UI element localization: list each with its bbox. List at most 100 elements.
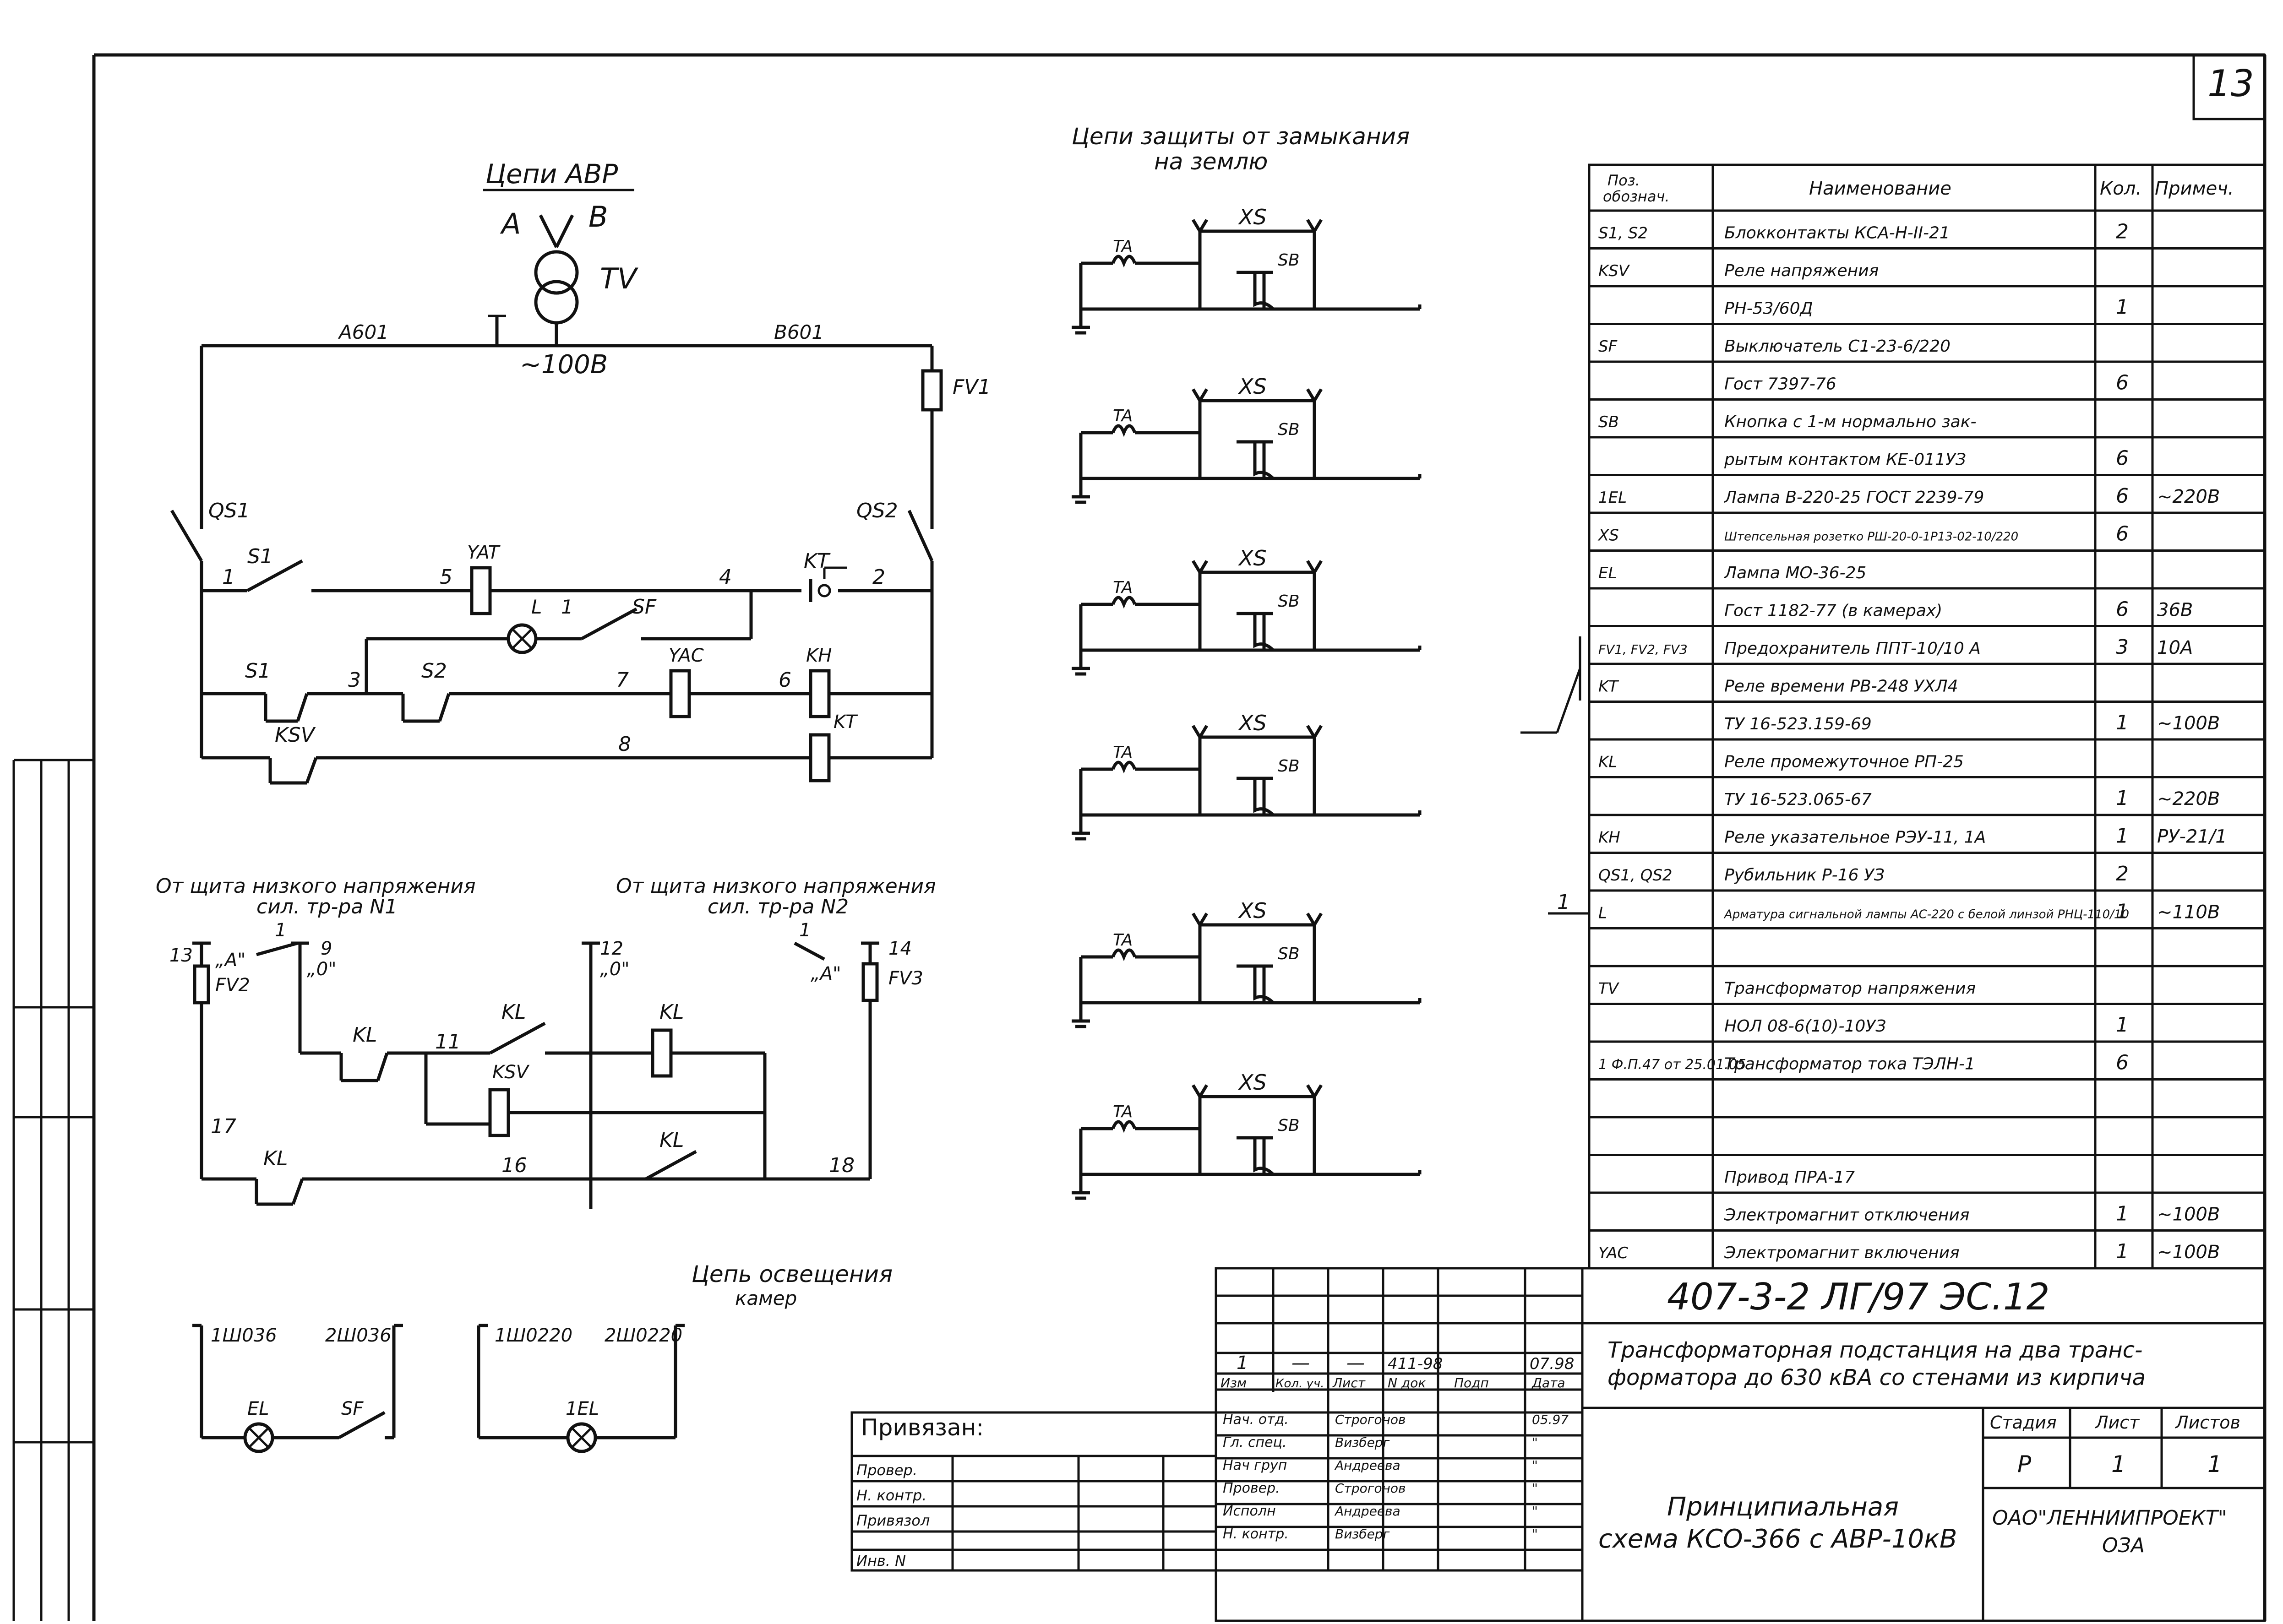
role-person: Андреева: [1334, 1504, 1400, 1519]
spec-name: Электромагнит включения: [1724, 1244, 1960, 1262]
col-kol: Кол. уч.: [1275, 1377, 1324, 1390]
spec-qty: 1: [2116, 1202, 2129, 1226]
spec-qty: 1: [2116, 1013, 2129, 1037]
spec-qty: 1: [2116, 711, 2129, 734]
iel-label: 1EL: [566, 1398, 599, 1419]
spec-name: РН-53/60Д: [1724, 299, 1813, 318]
spec-note: ~110В: [2157, 902, 2220, 923]
binding-strip: [12, 759, 94, 1621]
spec-pos: KT: [1598, 678, 1619, 696]
sb-label: SB: [1278, 251, 1300, 270]
stage-header: Стадия: [1990, 1412, 2057, 1433]
role-person: Андреева: [1334, 1458, 1400, 1473]
spec-name: Рубильник Р-16 УЗ: [1724, 866, 1885, 885]
kl5-label: KL: [659, 1129, 684, 1152]
node-3: 3: [348, 668, 361, 692]
spec-note: РУ-21/1: [2157, 826, 2227, 847]
sb-label: SB: [1278, 592, 1300, 611]
sb-button: [1246, 271, 1275, 310]
yac-coil: [669, 669, 691, 718]
header-pos-2: обознач.: [1603, 188, 1670, 205]
spec-qty: 1: [2116, 825, 2129, 848]
rev-6: 07.98: [1530, 1355, 1574, 1373]
tv-label: TV: [600, 262, 639, 295]
spec-note: ~100В: [2157, 713, 2220, 734]
sheets-value: 1: [2207, 1451, 2222, 1477]
lighting-title-line1: Цепь освещения: [692, 1261, 893, 1287]
el-label: EL: [247, 1398, 269, 1419]
spec-qty: 1: [2116, 900, 2129, 923]
role-date: ": [1532, 1526, 1538, 1542]
o2-label: „0": [600, 959, 630, 980]
stage-value: Р: [2017, 1451, 2032, 1477]
sheet-number: 13: [2207, 62, 2254, 105]
sf-label: SF: [632, 595, 657, 619]
kt-bot-label: KT: [834, 712, 858, 733]
spec-note: 36В: [2157, 600, 2193, 621]
spec-name: НОЛ 08-6(10)-10УЗ: [1724, 1017, 1886, 1036]
qs1-label: QS1: [208, 499, 250, 522]
spec-name: Привод ПРА-17: [1724, 1168, 1855, 1187]
s1-bot-label: S1: [245, 659, 271, 683]
ksv-label: KSV: [275, 723, 316, 747]
header-pos: Поз.: [1607, 172, 1640, 189]
rev-2: —: [1291, 1352, 1310, 1374]
fv3-label: FV3: [888, 968, 923, 989]
spec-pos: KL: [1598, 753, 1617, 771]
spec-name: Трансформатор напряжения: [1724, 979, 1976, 998]
spec-pos: YAC: [1598, 1244, 1628, 1262]
spec-note: ~220В: [2157, 486, 2220, 507]
spec-qty: 6: [2116, 1051, 2129, 1075]
node-7: 7: [616, 668, 629, 692]
node-17: 17: [211, 1115, 236, 1138]
spec-name: Блокконтакты КСА-Н-II-21: [1724, 224, 1950, 243]
node-4: 4: [719, 565, 732, 589]
spec-qty: 6: [2116, 522, 2129, 546]
spec-name: Выключатель С1-23-6/220: [1724, 337, 1951, 356]
spec-name: рытым контактом КЕ-011УЗ: [1724, 451, 1966, 469]
tv-winding-top: [534, 250, 579, 295]
a1-label: „А": [215, 950, 245, 971]
left-row-2: Н. контр.: [856, 1487, 926, 1504]
role-name: Нач груп: [1223, 1457, 1287, 1473]
spec-note: 10А: [2157, 637, 2193, 658]
xs-label: XS: [1238, 1070, 1267, 1095]
yac-label: YAC: [669, 645, 704, 666]
spec-name: Реле промежуточное РП-25: [1724, 753, 1964, 771]
header-qty: Кол.: [2100, 178, 2141, 199]
spec-row: KL Реле промежуточное РП-25: [1589, 753, 2265, 778]
role-person: Визберг: [1335, 1435, 1390, 1450]
ta-label: TA: [1113, 1103, 1133, 1121]
ta-label: TA: [1113, 407, 1133, 425]
kl2-label: KL: [501, 1000, 526, 1024]
voltage-label: ~100В: [520, 350, 608, 380]
s2-label: S2: [421, 659, 447, 683]
wire-b601: В601: [774, 321, 824, 343]
ta-coil: [1111, 948, 1137, 961]
avr-circuit: Цепи АВР А В TV ~100В А601 В601 QS1 FV1 …: [170, 158, 991, 785]
node-8: 8: [618, 733, 631, 756]
spec-name: Арматура сигнальной лампы АС-220 с белой…: [1723, 908, 2129, 922]
spec-name: Лампа МО-36-25: [1723, 564, 1866, 582]
ta-label: TA: [1113, 237, 1133, 256]
spec-pos: FV1, FV2, FV3: [1598, 642, 1688, 657]
fv2-fuse: [193, 964, 210, 1005]
ksv-coil-label: KSV: [492, 1062, 530, 1083]
ta-coil: [1111, 760, 1137, 774]
rev-1: 1: [1237, 1352, 1248, 1374]
header-note: Примеч.: [2155, 178, 2234, 199]
earth-title-line2: на землю: [1154, 148, 1268, 175]
lamp-l-label: L: [531, 596, 542, 618]
